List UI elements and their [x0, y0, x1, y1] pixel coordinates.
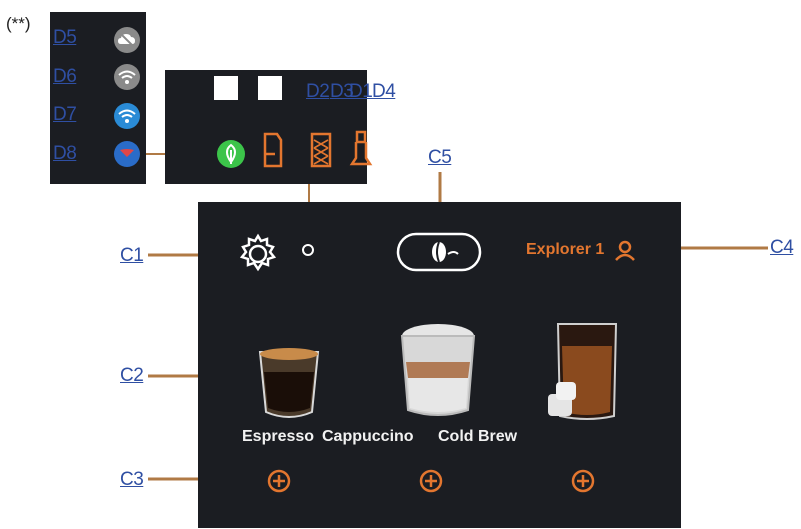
drink-label-cold-brew[interactable]: Cold Brew	[438, 428, 518, 445]
espresso-image[interactable]	[254, 342, 324, 424]
callout-c3: C3	[120, 469, 144, 490]
callout-c1: C1	[120, 245, 144, 266]
callout-d7: D7	[53, 104, 77, 125]
callout-d4: D4	[372, 81, 396, 102]
callout-d8: D8	[53, 143, 77, 164]
coffee-grounds-icon	[310, 132, 332, 168]
cappuccino-image[interactable]	[398, 322, 478, 422]
machine-home-screen: Explorer 1 Espresso Cappuccino Cold Brew	[198, 202, 681, 528]
drink-label-espresso[interactable]: Espresso	[242, 428, 315, 445]
wifi-off-icon	[114, 64, 140, 90]
callout-c4: C4	[770, 237, 794, 258]
callout-d5: D5	[53, 27, 77, 48]
tray-blank-box	[258, 76, 282, 100]
user-profile-button[interactable]: Explorer 1	[526, 238, 637, 262]
eco-leaf-icon	[217, 140, 245, 168]
coffee-bean-icon	[432, 241, 446, 263]
drink-label-cappuccino[interactable]: Cappuccino	[322, 428, 414, 445]
bean-selector-button[interactable]	[396, 232, 482, 272]
callout-d2: D2	[306, 81, 330, 102]
user-profile-name: Explorer 1	[526, 241, 605, 259]
user-profile-icon	[614, 240, 635, 261]
callout-d3: D3	[330, 81, 354, 102]
callout-c2: C2	[120, 365, 144, 386]
add-cappuccino-button[interactable]	[418, 468, 444, 494]
heart-icon	[114, 141, 140, 167]
water-tank-icon	[263, 132, 283, 168]
add-espresso-button[interactable]	[266, 468, 292, 494]
gear-icon[interactable]	[236, 232, 280, 276]
add-cold-brew-button[interactable]	[570, 468, 596, 494]
cloud-off-icon	[114, 27, 140, 53]
tray-blank-box	[214, 76, 238, 100]
wifi-on-icon	[114, 103, 140, 129]
footnote-marker: (**)	[6, 14, 31, 33]
plus-circle-icon	[267, 469, 291, 493]
milk-spout-icon	[349, 130, 373, 166]
cold-brew-image[interactable]	[544, 318, 630, 424]
callout-c5: C5	[428, 147, 452, 168]
callout-d1: D1	[349, 81, 373, 102]
plus-circle-icon	[571, 469, 595, 493]
plus-circle-icon	[419, 469, 443, 493]
notification-dot[interactable]	[300, 242, 316, 258]
callout-d6: D6	[53, 66, 77, 87]
